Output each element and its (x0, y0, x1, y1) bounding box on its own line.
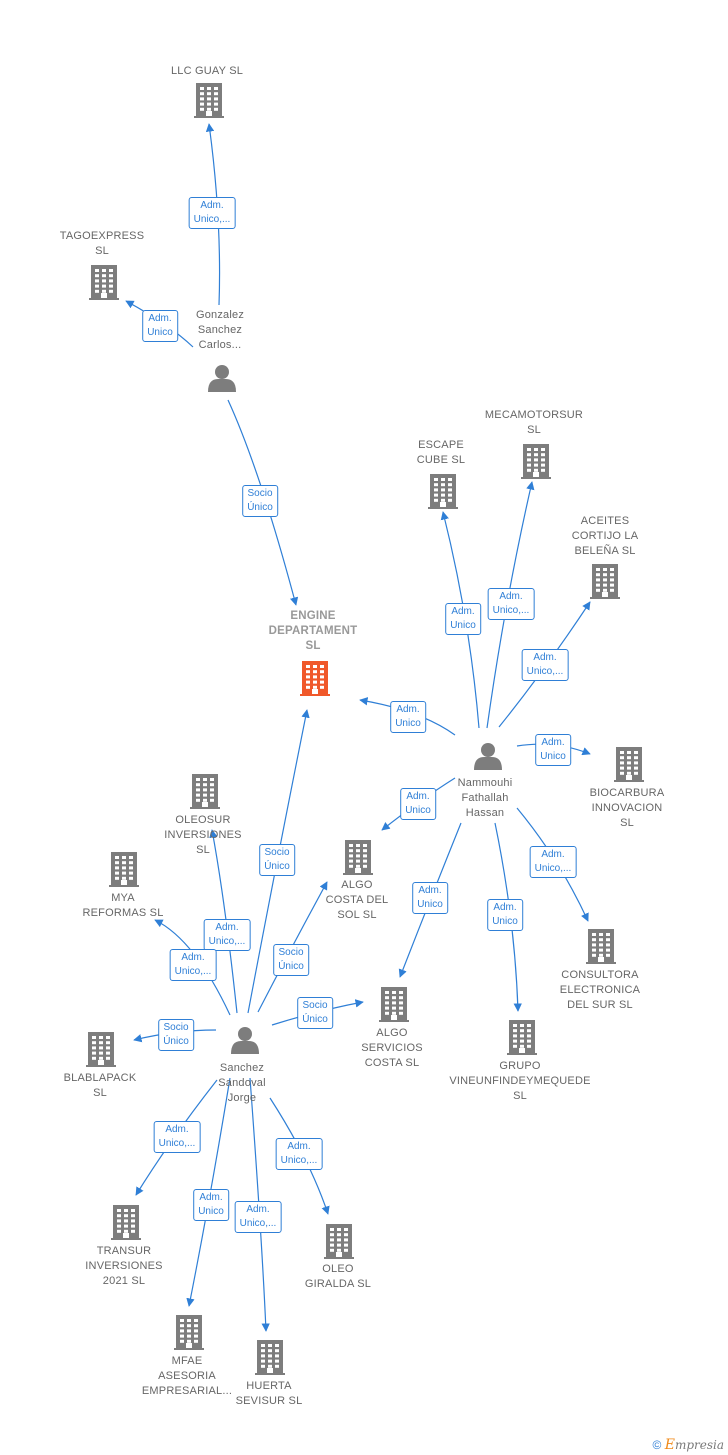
node-label-tagoexpress[interactable]: TAGOEXPRESS SL (59, 230, 145, 257)
edge-label-nammouhi-to-mecamotorsur[interactable]: Adm. Unico,... (487, 588, 535, 620)
node-label-consultora[interactable]: CONSULTORA ELECTRONICA DEL SUR SL (559, 969, 641, 1011)
building-icon-mya[interactable] (109, 852, 139, 887)
node-label-huerta[interactable]: HUERTA SEVISUR SL (235, 1380, 303, 1407)
node-label-sanchez[interactable]: Sanchez Sandoval Jorge (218, 1062, 266, 1104)
person-icon-sanchez[interactable] (231, 1027, 259, 1054)
building-icon-tagoexpress[interactable] (89, 265, 119, 300)
edge-sanchez-to-oleosur (209, 829, 238, 1014)
node-label-oleosur[interactable]: OLEOSUR INVERSIONES SL (164, 814, 242, 856)
building-icon-llc-guay[interactable] (194, 83, 224, 118)
edge-label-nammouhi-to-biocarbura[interactable]: Adm. Unico (535, 734, 571, 766)
building-icon-huerta[interactable] (255, 1340, 285, 1375)
edge-label-sanchez-to-algo-costa[interactable]: Socio Único (273, 944, 309, 976)
building-icon-biocarbura[interactable] (614, 747, 644, 782)
building-icon-grupo[interactable] (507, 1020, 537, 1055)
building-icon-mecamotorsur[interactable] (521, 444, 551, 479)
edge-label-gonzalez-to-tagoexpress[interactable]: Adm. Unico (142, 310, 178, 342)
node-label-llc-guay[interactable]: LLC GUAY SL (170, 65, 244, 77)
edge-label-sanchez-to-engine[interactable]: Socio Único (259, 844, 295, 876)
building-icon-escape-cube[interactable] (428, 474, 458, 509)
edge-label-gonzalez-to-engine[interactable]: Socio Único (242, 485, 278, 517)
edge-label-nammouhi-to-algo-costa[interactable]: Adm. Unico (400, 788, 436, 820)
edge-label-nammouhi-to-grupo[interactable]: Adm. Unico (487, 899, 523, 931)
edge-label-sanchez-to-transur[interactable]: Adm. Unico,... (153, 1121, 201, 1153)
edge-label-sanchez-to-mya[interactable]: Adm. Unico,... (169, 949, 217, 981)
building-icon-blablapack[interactable] (86, 1032, 116, 1067)
edge-label-sanchez-to-oleosur[interactable]: Adm. Unico,... (203, 919, 251, 951)
node-label-oleo-giralda[interactable]: OLEO GIRALDA SL (304, 1263, 372, 1290)
person-icon-gonzalez[interactable] (208, 365, 236, 392)
building-icon-mfae[interactable] (174, 1315, 204, 1350)
node-label-mya[interactable]: MYA REFORMAS SL (82, 892, 164, 919)
node-label-mfae[interactable]: MFAE ASESORIA EMPRESARIAL... (141, 1355, 233, 1397)
building-icon-transur[interactable] (111, 1205, 141, 1240)
building-icon-engine[interactable] (300, 661, 330, 696)
building-icon-algo-servicios[interactable] (379, 987, 409, 1022)
edge-label-nammouhi-to-consultora[interactable]: Adm. Unico,... (529, 846, 577, 878)
edge-label-nammouhi-to-algo-servicios[interactable]: Adm. Unico (412, 882, 448, 914)
building-icon-oleosur[interactable] (190, 774, 220, 809)
node-label-nammouhi[interactable]: Nammouhi Fathallah Hassan (457, 777, 513, 819)
brand-logo-initial: E (664, 1437, 675, 1453)
edge-label-sanchez-to-algo-servicios[interactable]: Socio Único (297, 997, 333, 1029)
person-icon-nammouhi[interactable] (474, 743, 502, 770)
edge-label-sanchez-to-oleo-giralda[interactable]: Adm. Unico,... (275, 1138, 323, 1170)
node-label-algo-costa[interactable]: ALGO COSTA DEL SOL SL (325, 879, 389, 921)
building-icon-aceites[interactable] (590, 564, 620, 599)
node-label-algo-servicios[interactable]: ALGO SERVICIOS COSTA SL (361, 1027, 423, 1069)
copyright-icon: © (652, 1438, 662, 1452)
node-label-blablapack[interactable]: BLABLAPACK SL (63, 1072, 137, 1099)
node-label-engine[interactable]: ENGINE DEPARTAMENT SL (268, 610, 358, 652)
node-label-mecamotorsur[interactable]: MECAMOTORSUR SL (484, 409, 584, 436)
building-icon-consultora[interactable] (586, 929, 616, 964)
edge-label-sanchez-to-mfae[interactable]: Adm. Unico (193, 1189, 229, 1221)
edge-label-nammouhi-to-escape-cube[interactable]: Adm. Unico (445, 603, 481, 635)
node-label-biocarbura[interactable]: BIOCARBURA INNOVACION SL (589, 787, 665, 829)
building-icon-oleo-giralda[interactable] (324, 1224, 354, 1259)
edge-label-sanchez-to-huerta[interactable]: Adm. Unico,... (234, 1201, 282, 1233)
node-label-grupo[interactable]: GRUPO VINEUNFINDEYMEQUEDE SL (449, 1060, 591, 1102)
node-label-escape-cube[interactable]: ESCAPE CUBE SL (416, 439, 466, 466)
edge-label-gonzalez-to-llc-guay[interactable]: Adm. Unico,... (188, 197, 236, 229)
brand-logo-text: mpresia (674, 1438, 724, 1452)
brand-footer[interactable]: © Empresia (653, 1437, 724, 1453)
node-label-gonzalez[interactable]: Gonzalez Sanchez Carlos... (195, 309, 245, 351)
edge-label-sanchez-to-blablapack[interactable]: Socio Único (158, 1019, 194, 1051)
edge-label-nammouhi-to-aceites[interactable]: Adm. Unico,... (521, 649, 569, 681)
edge-label-nammouhi-to-engine[interactable]: Adm. Unico (390, 701, 426, 733)
node-label-transur[interactable]: TRANSUR INVERSIONES 2021 SL (85, 1245, 163, 1287)
node-label-aceites[interactable]: ACEITES CORTIJO LA BELEÑA SL (571, 515, 639, 557)
building-icon-algo-costa[interactable] (343, 840, 373, 875)
